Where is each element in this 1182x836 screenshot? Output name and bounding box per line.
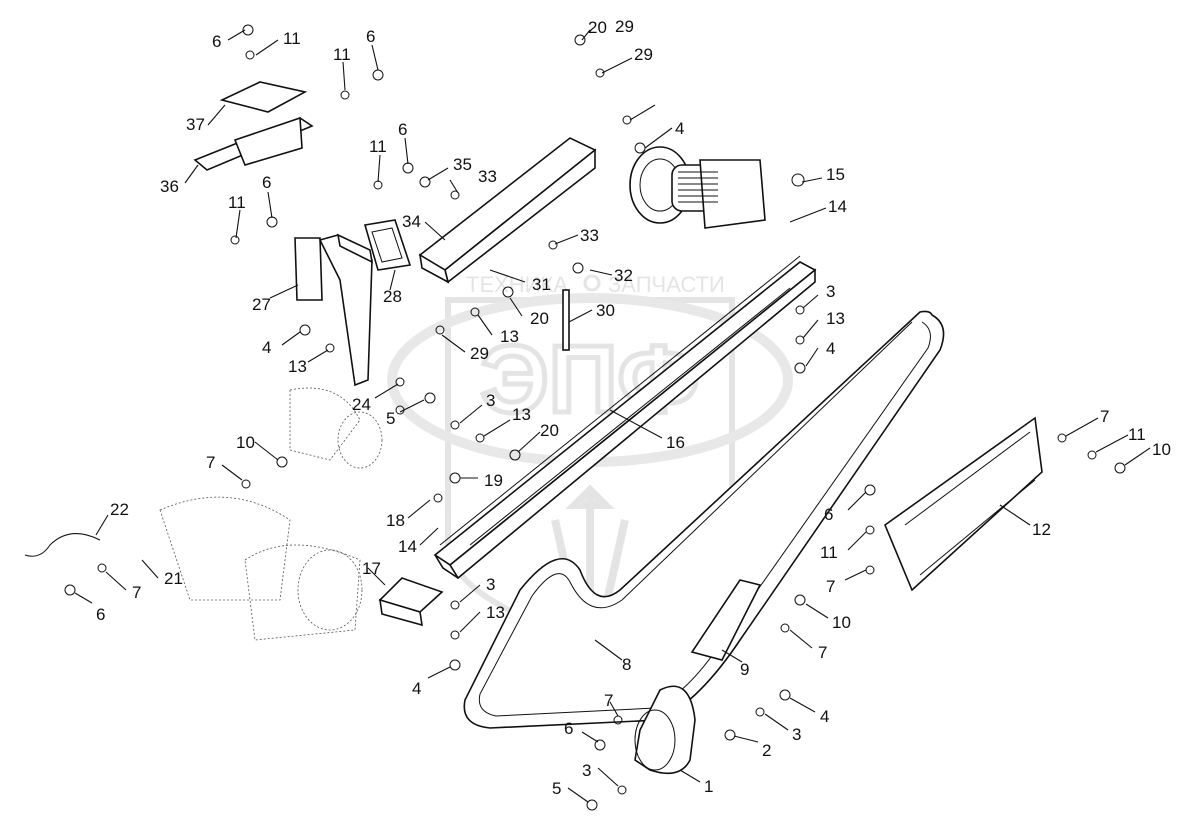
- callout-6: 6: [96, 605, 105, 624]
- callout-11: 11: [283, 29, 301, 48]
- callout-36: 36: [160, 177, 179, 196]
- callout-7: 7: [132, 583, 141, 602]
- callout-6: 6: [824, 505, 833, 524]
- context-ghost-assembly: [159, 387, 383, 641]
- rail-16: [433, 255, 817, 580]
- callout-29: 29: [615, 17, 634, 36]
- callout-6: 6: [398, 120, 407, 139]
- callout-7: 7: [1100, 407, 1109, 426]
- callout-6: 6: [564, 719, 573, 738]
- callout-19: 19: [484, 471, 503, 490]
- callout-5: 5: [552, 779, 561, 798]
- callout-11: 11: [820, 543, 838, 562]
- callout-11: 11: [228, 193, 246, 212]
- callout-9: 9: [740, 660, 749, 679]
- callout-15: 15: [826, 165, 845, 184]
- callout-2: 2: [762, 741, 771, 760]
- callout-12: 12: [1032, 520, 1051, 539]
- callout-10: 10: [832, 613, 851, 632]
- callout-33: 33: [580, 226, 599, 245]
- callout-7: 7: [206, 453, 215, 472]
- leader-lines: [74, 29, 1151, 803]
- callout-5: 5: [386, 409, 395, 428]
- bracket-17: [378, 577, 444, 627]
- callout-35: 35: [453, 155, 472, 174]
- beam-34: [418, 137, 597, 284]
- callout-20: 20: [588, 18, 607, 37]
- callout-37: 37: [186, 115, 205, 134]
- watermark-gear-icon: [583, 274, 601, 292]
- callout-21: 21: [164, 569, 183, 588]
- callout-28: 28: [383, 287, 402, 306]
- callout-11: 11: [1128, 425, 1146, 444]
- pulley-cover-1: [634, 685, 696, 775]
- callout-29: 29: [470, 344, 489, 363]
- callout-33: 33: [478, 167, 497, 186]
- callout-3: 3: [486, 575, 495, 594]
- callout-32: 32: [614, 266, 633, 285]
- callout-4: 4: [262, 338, 271, 357]
- callout-7: 7: [826, 577, 835, 596]
- callout-4: 4: [820, 707, 829, 726]
- fasteners: [64, 24, 1126, 811]
- frame-28: [363, 219, 412, 271]
- callout-20: 20: [530, 309, 549, 328]
- rod-30: [562, 289, 570, 351]
- callout-20: 20: [540, 421, 559, 440]
- callout-11: 11: [369, 137, 387, 156]
- callout-18: 18: [386, 511, 405, 530]
- callout-6: 6: [212, 32, 221, 51]
- callout-6: 6: [366, 27, 375, 46]
- callout-13: 13: [512, 405, 531, 424]
- callout-10: 10: [236, 433, 255, 452]
- plate-37: [219, 81, 308, 113]
- plate-9: [690, 579, 762, 661]
- callout-24: 24: [352, 395, 371, 414]
- bracket-27: [294, 233, 374, 387]
- callout-3: 3: [582, 761, 591, 780]
- callout-30: 30: [596, 301, 615, 320]
- callout-3: 3: [486, 391, 495, 410]
- callout-22: 22: [110, 500, 129, 519]
- callout-labels: 6 11 11 6 37 36 11 6 35 33 11 6 34 27 28…: [96, 17, 1171, 798]
- callout-34: 34: [402, 212, 421, 231]
- callout-13: 13: [826, 309, 845, 328]
- callout-29: 29: [634, 45, 653, 64]
- callout-3: 3: [826, 282, 835, 301]
- callout-31: 31: [532, 275, 551, 294]
- callout-1: 1: [704, 777, 713, 796]
- callout-27: 27: [252, 295, 271, 314]
- callout-3: 3: [792, 725, 801, 744]
- callout-14: 14: [398, 537, 417, 556]
- callout-4: 4: [412, 679, 421, 698]
- callout-7: 7: [818, 643, 827, 662]
- callout-10: 10: [1152, 440, 1171, 459]
- callout-11: 11: [333, 45, 351, 64]
- callout-13: 13: [288, 357, 307, 376]
- callout-8: 8: [622, 655, 631, 674]
- gearbox-motor: [629, 146, 766, 229]
- callout-16: 16: [666, 433, 685, 452]
- callout-13: 13: [486, 603, 505, 622]
- guard-12: [884, 416, 1043, 592]
- watermark-text-right: ЗАПЧАСТИ: [608, 272, 725, 297]
- callout-17: 17: [362, 559, 381, 578]
- callout-4: 4: [675, 119, 684, 138]
- belt-8: [463, 310, 945, 729]
- callout-6: 6: [262, 173, 271, 192]
- callout-4: 4: [826, 339, 835, 358]
- callout-14: 14: [828, 197, 847, 216]
- watermark-text-left: ТЕХНИКА: [466, 272, 568, 297]
- callout-13: 13: [500, 327, 519, 346]
- callout-7: 7: [604, 691, 613, 710]
- bracket-36: [193, 116, 314, 171]
- cable-22: [24, 533, 101, 557]
